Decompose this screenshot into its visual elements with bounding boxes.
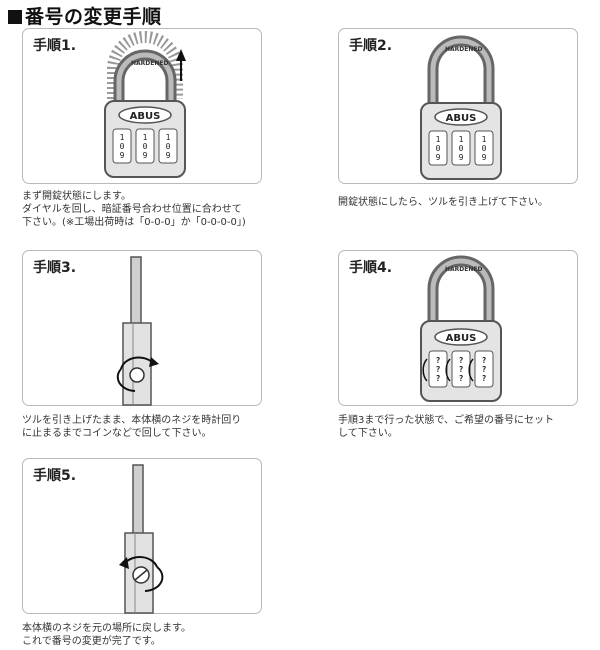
step-3-side-view-illustration: [116, 256, 159, 406]
title-square-icon: [8, 10, 22, 24]
svg-text:0: 0: [459, 144, 464, 153]
svg-text:?: ?: [459, 365, 464, 374]
svg-text:9: 9: [459, 153, 464, 162]
step-1-label: 手順1.: [33, 38, 77, 54]
step-3-card: 手順3.: [22, 250, 262, 406]
step-4-label: 手順4.: [349, 260, 393, 276]
svg-text:9: 9: [166, 151, 171, 160]
step-1-shackle-text: HARDENED: [131, 60, 168, 67]
step-2-padlock-illustration: HARDENED ABUS 109 109 109: [420, 35, 502, 180]
svg-text:1: 1: [436, 135, 441, 144]
svg-text:9: 9: [143, 151, 148, 160]
svg-text:0: 0: [482, 144, 487, 153]
svg-text:1: 1: [482, 135, 487, 144]
svg-text:1: 1: [166, 133, 171, 142]
step-2-caption: 開錠状態にしたら、ツルを引き上げて下さい。: [338, 197, 548, 208]
svg-text:?: ?: [436, 374, 441, 383]
step-5-caption: 本体横のネジを元の場所に戻します。 これで番号の変更が完了です。: [22, 623, 191, 647]
svg-text:9: 9: [120, 151, 125, 160]
step-4-card: 手順4. HARDENED ABUS ??? ??? ???: [338, 250, 578, 406]
svg-text:1: 1: [143, 133, 148, 142]
step-2-brand: ABUS: [446, 113, 477, 124]
step-2-label: 手順2.: [349, 38, 393, 54]
svg-text:1: 1: [120, 133, 125, 142]
step-1-caption: まず開錠状態にします。 ダイヤルを回し、暗証番号合わせ位置に合わせて 下さい。(…: [22, 191, 246, 228]
step-5-side-view-illustration: [119, 464, 164, 614]
svg-text:0: 0: [436, 144, 441, 153]
step-4-brand: ABUS: [446, 333, 477, 344]
svg-text:?: ?: [436, 356, 441, 365]
svg-text:0: 0: [120, 142, 125, 151]
svg-text:?: ?: [482, 356, 487, 365]
step-3-label: 手順3.: [33, 260, 77, 276]
svg-text:0: 0: [166, 142, 171, 151]
svg-text:9: 9: [436, 153, 441, 162]
svg-text:0: 0: [143, 142, 148, 151]
step-4-caption: 手順3まで行った状態で、ご希望の番号にセット して下さい。: [338, 415, 554, 439]
step-5-card: 手順5.: [22, 458, 262, 614]
svg-text:?: ?: [482, 374, 487, 383]
page-title: 番号の変更手順: [8, 2, 162, 29]
svg-text:?: ?: [482, 365, 487, 374]
svg-text:9: 9: [482, 153, 487, 162]
step-4-shackle-text: HARDENED: [445, 266, 482, 273]
svg-text:?: ?: [459, 374, 464, 383]
svg-text:?: ?: [459, 356, 464, 365]
svg-text:?: ?: [436, 365, 441, 374]
step-1-brand: ABUS: [130, 111, 161, 122]
step-4-padlock-illustration: HARDENED ABUS ??? ??? ???: [420, 255, 502, 402]
step-3-caption: ツルを引き上げたまま、本体横のネジを時計回り に止まるまでコインなどで回して下さ…: [22, 415, 242, 439]
step-5-label: 手順5.: [33, 468, 77, 484]
page-title-text: 番号の変更手順: [25, 6, 162, 28]
step-2-shackle-text: HARDENED: [445, 46, 482, 53]
step-1-padlock-illustration: HARDENED ABUS 109 109 109: [104, 31, 186, 178]
svg-text:1: 1: [459, 135, 464, 144]
